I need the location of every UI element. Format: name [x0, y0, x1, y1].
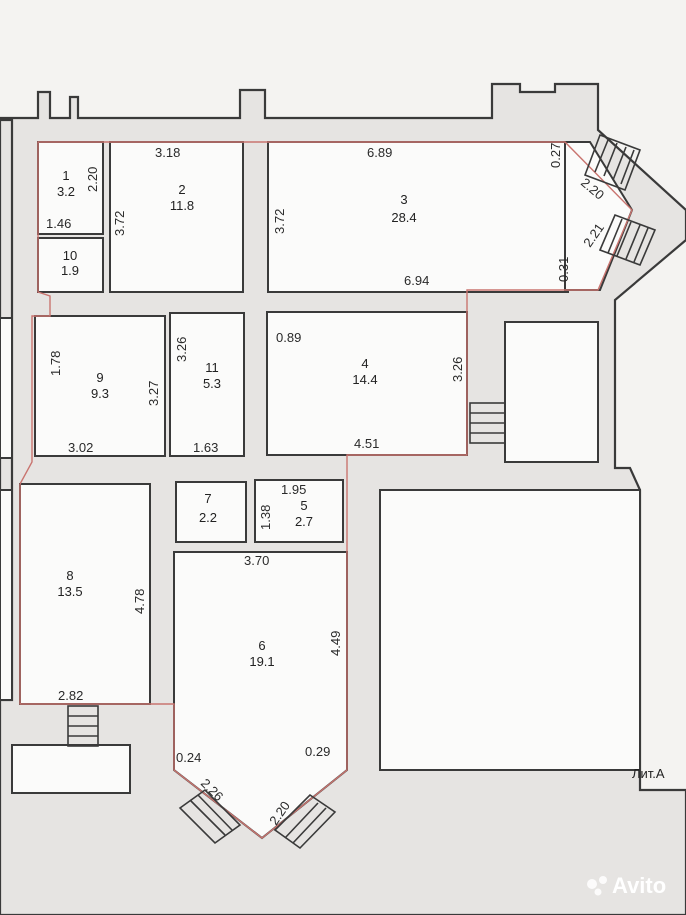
room-3-number: 3 [400, 192, 407, 207]
room-11 [169, 312, 245, 457]
watermark-dot-icon-3 [594, 888, 602, 896]
dim-1-46: 1.46 [46, 216, 71, 231]
avito-watermark: Avito [587, 873, 666, 898]
room-7-number: 7 [204, 491, 211, 506]
side-room-right [504, 321, 599, 463]
room-5-number: 5 [300, 498, 307, 513]
dim-3-18: 3.18 [155, 145, 180, 160]
dim-3-70: 3.70 [244, 553, 269, 568]
dim-0-89: 0.89 [276, 330, 301, 345]
room-6-number: 6 [258, 638, 265, 653]
dim-3-02: 3.02 [68, 440, 93, 455]
room-6-area: 19.1 [249, 654, 274, 669]
room-4-area: 14.4 [352, 372, 377, 387]
room-9-area: 9.3 [91, 386, 109, 401]
room-9-number: 9 [96, 370, 103, 385]
room-3-wing [564, 141, 634, 291]
building-letter-label: Лит.А [632, 766, 665, 781]
dim-6-89: 6.89 [367, 145, 392, 160]
room-3-area: 28.4 [391, 210, 416, 225]
room-8-area: 13.5 [57, 584, 82, 599]
stair-bottom-left [67, 705, 99, 747]
dim-4-49: 4.49 [328, 631, 343, 656]
room-5-area: 2.7 [295, 514, 313, 529]
dim-3-26-right: 3.26 [450, 357, 465, 382]
dim-2-20: 2.20 [85, 167, 100, 192]
room-11-number: 11 [205, 360, 219, 375]
dim-1-78: 1.78 [48, 351, 63, 376]
dim-0-29: 0.29 [305, 744, 330, 759]
room-8 [19, 483, 151, 705]
dim-3-26-left: 3.26 [174, 337, 189, 362]
room-7 [175, 481, 247, 543]
dim-3-27: 3.27 [146, 381, 161, 406]
dim-1-38: 1.38 [258, 505, 273, 530]
dim-1-63: 1.63 [193, 440, 218, 455]
dim-0-31: 0.31 [556, 257, 571, 282]
room-1 [37, 141, 104, 235]
dim-6-94: 6.94 [404, 273, 429, 288]
edge-room-left-2 [0, 489, 13, 701]
room-2-area: 11.8 [170, 198, 194, 213]
room-9 [34, 315, 166, 457]
room-1-number: 1 [62, 168, 69, 183]
dim-0-24: 0.24 [176, 750, 201, 765]
room-8-number: 8 [66, 568, 73, 583]
dim-2-82: 2.82 [58, 688, 83, 703]
dim-1-95: 1.95 [281, 482, 306, 497]
dim-4-51: 4.51 [354, 436, 379, 451]
room-11-area: 5.3 [203, 376, 221, 391]
bottom-left-room [11, 744, 131, 794]
stair-bottom-1 [178, 788, 242, 845]
room-2-number: 2 [178, 182, 185, 197]
room-7-area: 2.2 [199, 510, 217, 525]
stair-right-middle [469, 402, 506, 444]
watermark-dot-icon-2 [599, 876, 607, 884]
dim-3-72-left: 3.72 [112, 211, 127, 236]
room-10-area: 1.9 [61, 263, 79, 278]
property-outline [19, 141, 633, 839]
dim-0-27: 0.27 [548, 143, 563, 168]
stair-bottom-2 [273, 793, 337, 850]
room-5 [254, 479, 344, 543]
room-10-number: 10 [63, 248, 77, 263]
room-2 [109, 141, 244, 293]
dim-3-72-right: 3.72 [272, 209, 287, 234]
watermark-text: Avito [612, 873, 666, 898]
watermark-dot-icon [587, 879, 597, 889]
stair-top-right-1 [583, 133, 642, 192]
edge-room-left [0, 317, 13, 459]
room-4-number: 4 [361, 356, 368, 371]
stair-top-right-2 [598, 213, 657, 267]
room-3 [267, 141, 569, 293]
dim-4-78: 4.78 [132, 589, 147, 614]
room-1-area: 3.2 [57, 184, 75, 199]
large-area-right [379, 489, 641, 771]
